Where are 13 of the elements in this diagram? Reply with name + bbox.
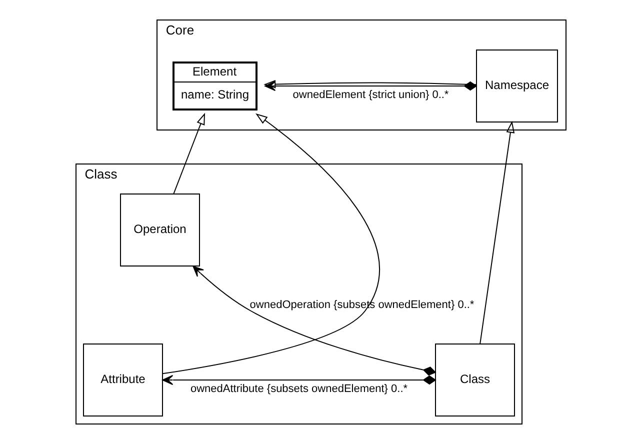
arrow (192, 266, 436, 376)
node-box: Namespace (476, 50, 558, 122)
arrow (172, 112, 205, 194)
node-box: Attribute (82, 344, 162, 416)
edge-label: ownedAttribute {subsets ownedElement} 0..* (190, 382, 408, 395)
edge-label: ownedElement {strict union} 0..* (292, 88, 448, 101)
arrow (162, 375, 436, 385)
node-box: Operation (120, 194, 200, 266)
arrow (263, 80, 476, 88)
arrow (162, 113, 380, 374)
arrow (264, 81, 477, 91)
arrow (479, 120, 514, 344)
node-box: Class (434, 344, 514, 416)
